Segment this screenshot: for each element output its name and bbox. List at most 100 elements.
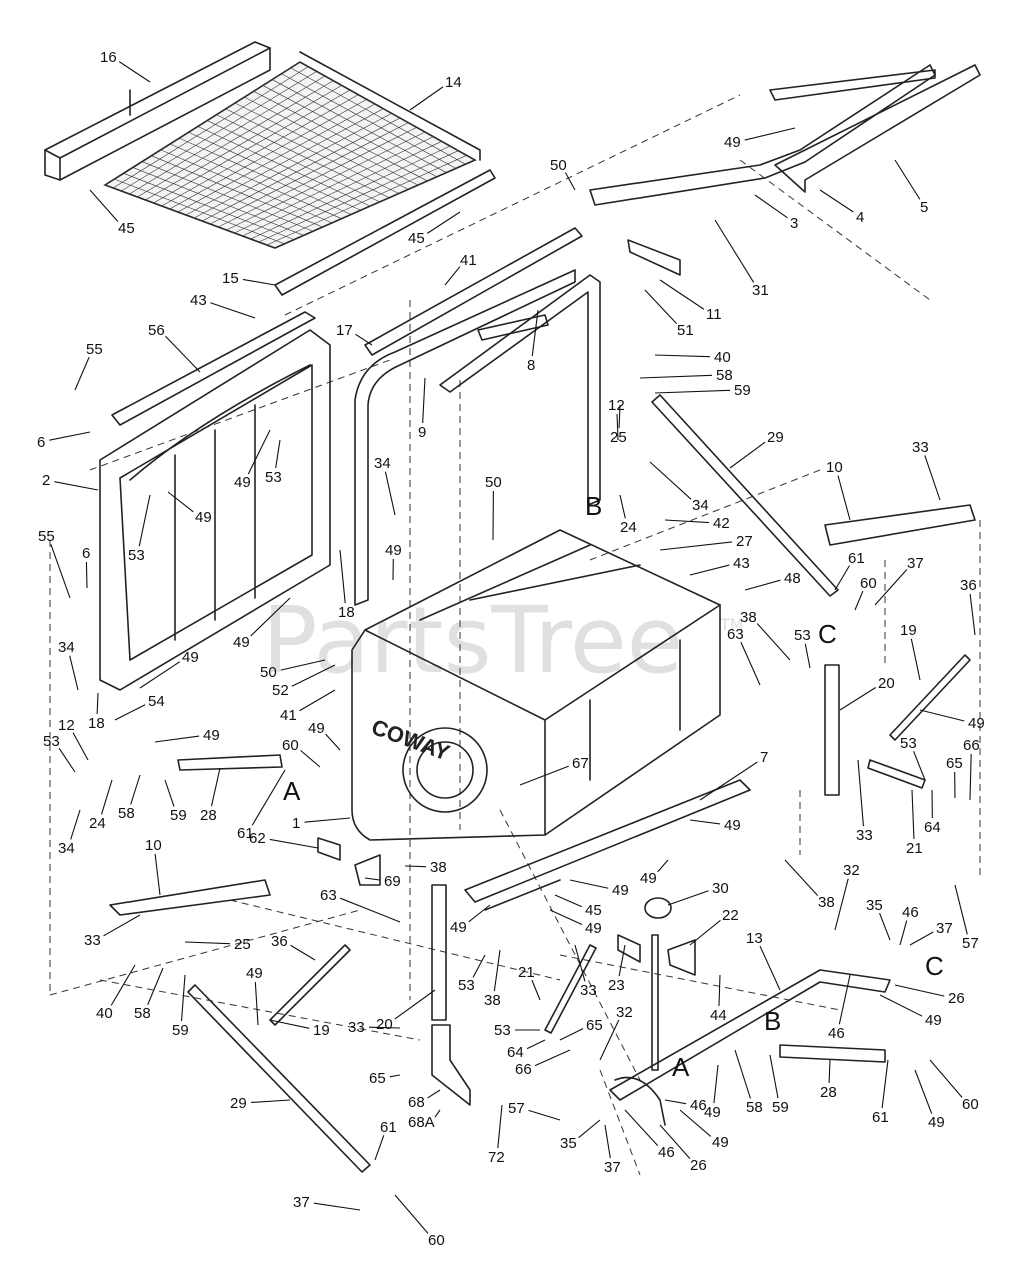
callout-38: 38 <box>484 992 501 1009</box>
leader-line-18 <box>96 692 99 715</box>
reference-letter-C: C <box>925 951 944 981</box>
leader-line-53 <box>472 954 486 978</box>
leader-line-22 <box>689 919 721 946</box>
leader-line-63 <box>339 897 401 923</box>
leader-line-50 <box>280 659 326 671</box>
callout-43: 43 <box>733 555 750 572</box>
leader-line-37 <box>909 931 934 946</box>
callout-59: 59 <box>172 1022 189 1039</box>
leader-line-41 <box>299 689 336 712</box>
callout-42: 42 <box>713 515 730 532</box>
callout-31: 31 <box>752 282 769 299</box>
leader-line-5 <box>894 159 921 200</box>
callout-66: 66 <box>963 737 980 754</box>
callout-7: 7 <box>760 749 768 766</box>
leader-line-30 <box>667 890 709 906</box>
leader-line-16 <box>118 61 151 83</box>
callout-68: 68 <box>408 1094 425 1111</box>
part-68-bracket <box>431 1024 471 1106</box>
leader-line-48 <box>744 579 781 591</box>
callout-35: 35 <box>866 897 883 914</box>
leader-line-43 <box>210 302 256 319</box>
callout-38: 38 <box>430 859 447 876</box>
leader-line-53 <box>58 747 76 773</box>
callout-61: 61 <box>380 1119 397 1136</box>
leader-line-34 <box>384 471 396 516</box>
leader-line-21 <box>911 789 915 840</box>
leader-line-18 <box>339 549 346 604</box>
callout-11: 11 <box>706 306 722 323</box>
leader-line-24 <box>619 494 626 519</box>
callout-32: 32 <box>843 862 860 879</box>
leader-line-66 <box>969 753 972 801</box>
callout-37: 37 <box>604 1159 621 1176</box>
leader-line-46 <box>664 1099 687 1105</box>
leader-line-60 <box>929 1059 963 1098</box>
part-7-base-rail <box>464 779 751 911</box>
callout-14: 14 <box>445 74 462 91</box>
leader-line-62 <box>269 838 319 849</box>
part-2-front-frame <box>99 329 331 691</box>
leader-line-23 <box>618 944 626 977</box>
callout-49: 49 <box>234 474 251 491</box>
leader-line-49 <box>139 661 181 689</box>
part-10-upper-bracket <box>824 504 976 546</box>
part-17-bar <box>364 227 583 356</box>
leader-line-32 <box>599 1019 620 1061</box>
leader-line-58 <box>147 967 164 1006</box>
leader-line-49 <box>744 127 796 141</box>
leader-line-59 <box>180 974 186 1022</box>
leader-line-20 <box>839 687 876 711</box>
callout-4: 4 <box>856 209 864 226</box>
callout-63: 63 <box>727 626 744 643</box>
callout-33: 33 <box>856 827 873 844</box>
leader-line-6 <box>49 431 91 441</box>
callout-53: 53 <box>43 733 60 750</box>
callout-55: 55 <box>38 528 55 545</box>
callout-29: 29 <box>230 1095 247 1112</box>
callout-53: 53 <box>900 735 917 752</box>
callout-60: 60 <box>962 1096 979 1113</box>
callout-38: 38 <box>740 609 757 626</box>
leader-line-8 <box>531 309 539 357</box>
callout-49: 49 <box>450 919 467 936</box>
callout-24: 24 <box>89 815 106 832</box>
leader-line-61 <box>834 565 851 591</box>
leader-line-11 <box>659 279 705 310</box>
leader-line-64 <box>526 1039 546 1050</box>
callout-44: 44 <box>710 1007 727 1024</box>
leader-line-45 <box>89 189 119 222</box>
callout-51: 51 <box>677 322 694 339</box>
callout-49: 49 <box>925 1012 942 1029</box>
callout-72: 72 <box>488 1149 505 1166</box>
callout-29: 29 <box>767 429 784 446</box>
callout-34: 34 <box>58 840 75 857</box>
leader-line-33 <box>924 455 941 501</box>
leader-line-49 <box>167 491 194 513</box>
tank-brand-text: COWAY <box>368 714 453 765</box>
callout-49: 49 <box>233 634 250 651</box>
callout-18: 18 <box>88 715 105 732</box>
leader-line-49 <box>254 981 259 1026</box>
part-14-mesh-screen <box>103 51 481 249</box>
part-19-rod-right <box>889 654 971 741</box>
callout-46: 46 <box>828 1025 845 1042</box>
callout-15: 15 <box>222 270 239 287</box>
callout-65: 65 <box>946 755 963 772</box>
leader-line-49 <box>914 1069 933 1114</box>
callout-59: 59 <box>772 1099 789 1116</box>
part-11-bracket <box>627 239 681 276</box>
leader-line-45 <box>554 894 583 908</box>
callout-12: 12 <box>608 397 625 414</box>
leader-line-59 <box>654 389 731 394</box>
leader-line-51 <box>644 289 678 325</box>
leader-line-38 <box>404 865 427 868</box>
leader-line-72 <box>497 1104 503 1149</box>
callout-33: 33 <box>912 439 929 456</box>
callout-65: 65 <box>586 1017 603 1034</box>
callout-59: 59 <box>734 382 751 399</box>
callout-9: 9 <box>418 424 426 441</box>
callout-41: 41 <box>280 707 297 724</box>
